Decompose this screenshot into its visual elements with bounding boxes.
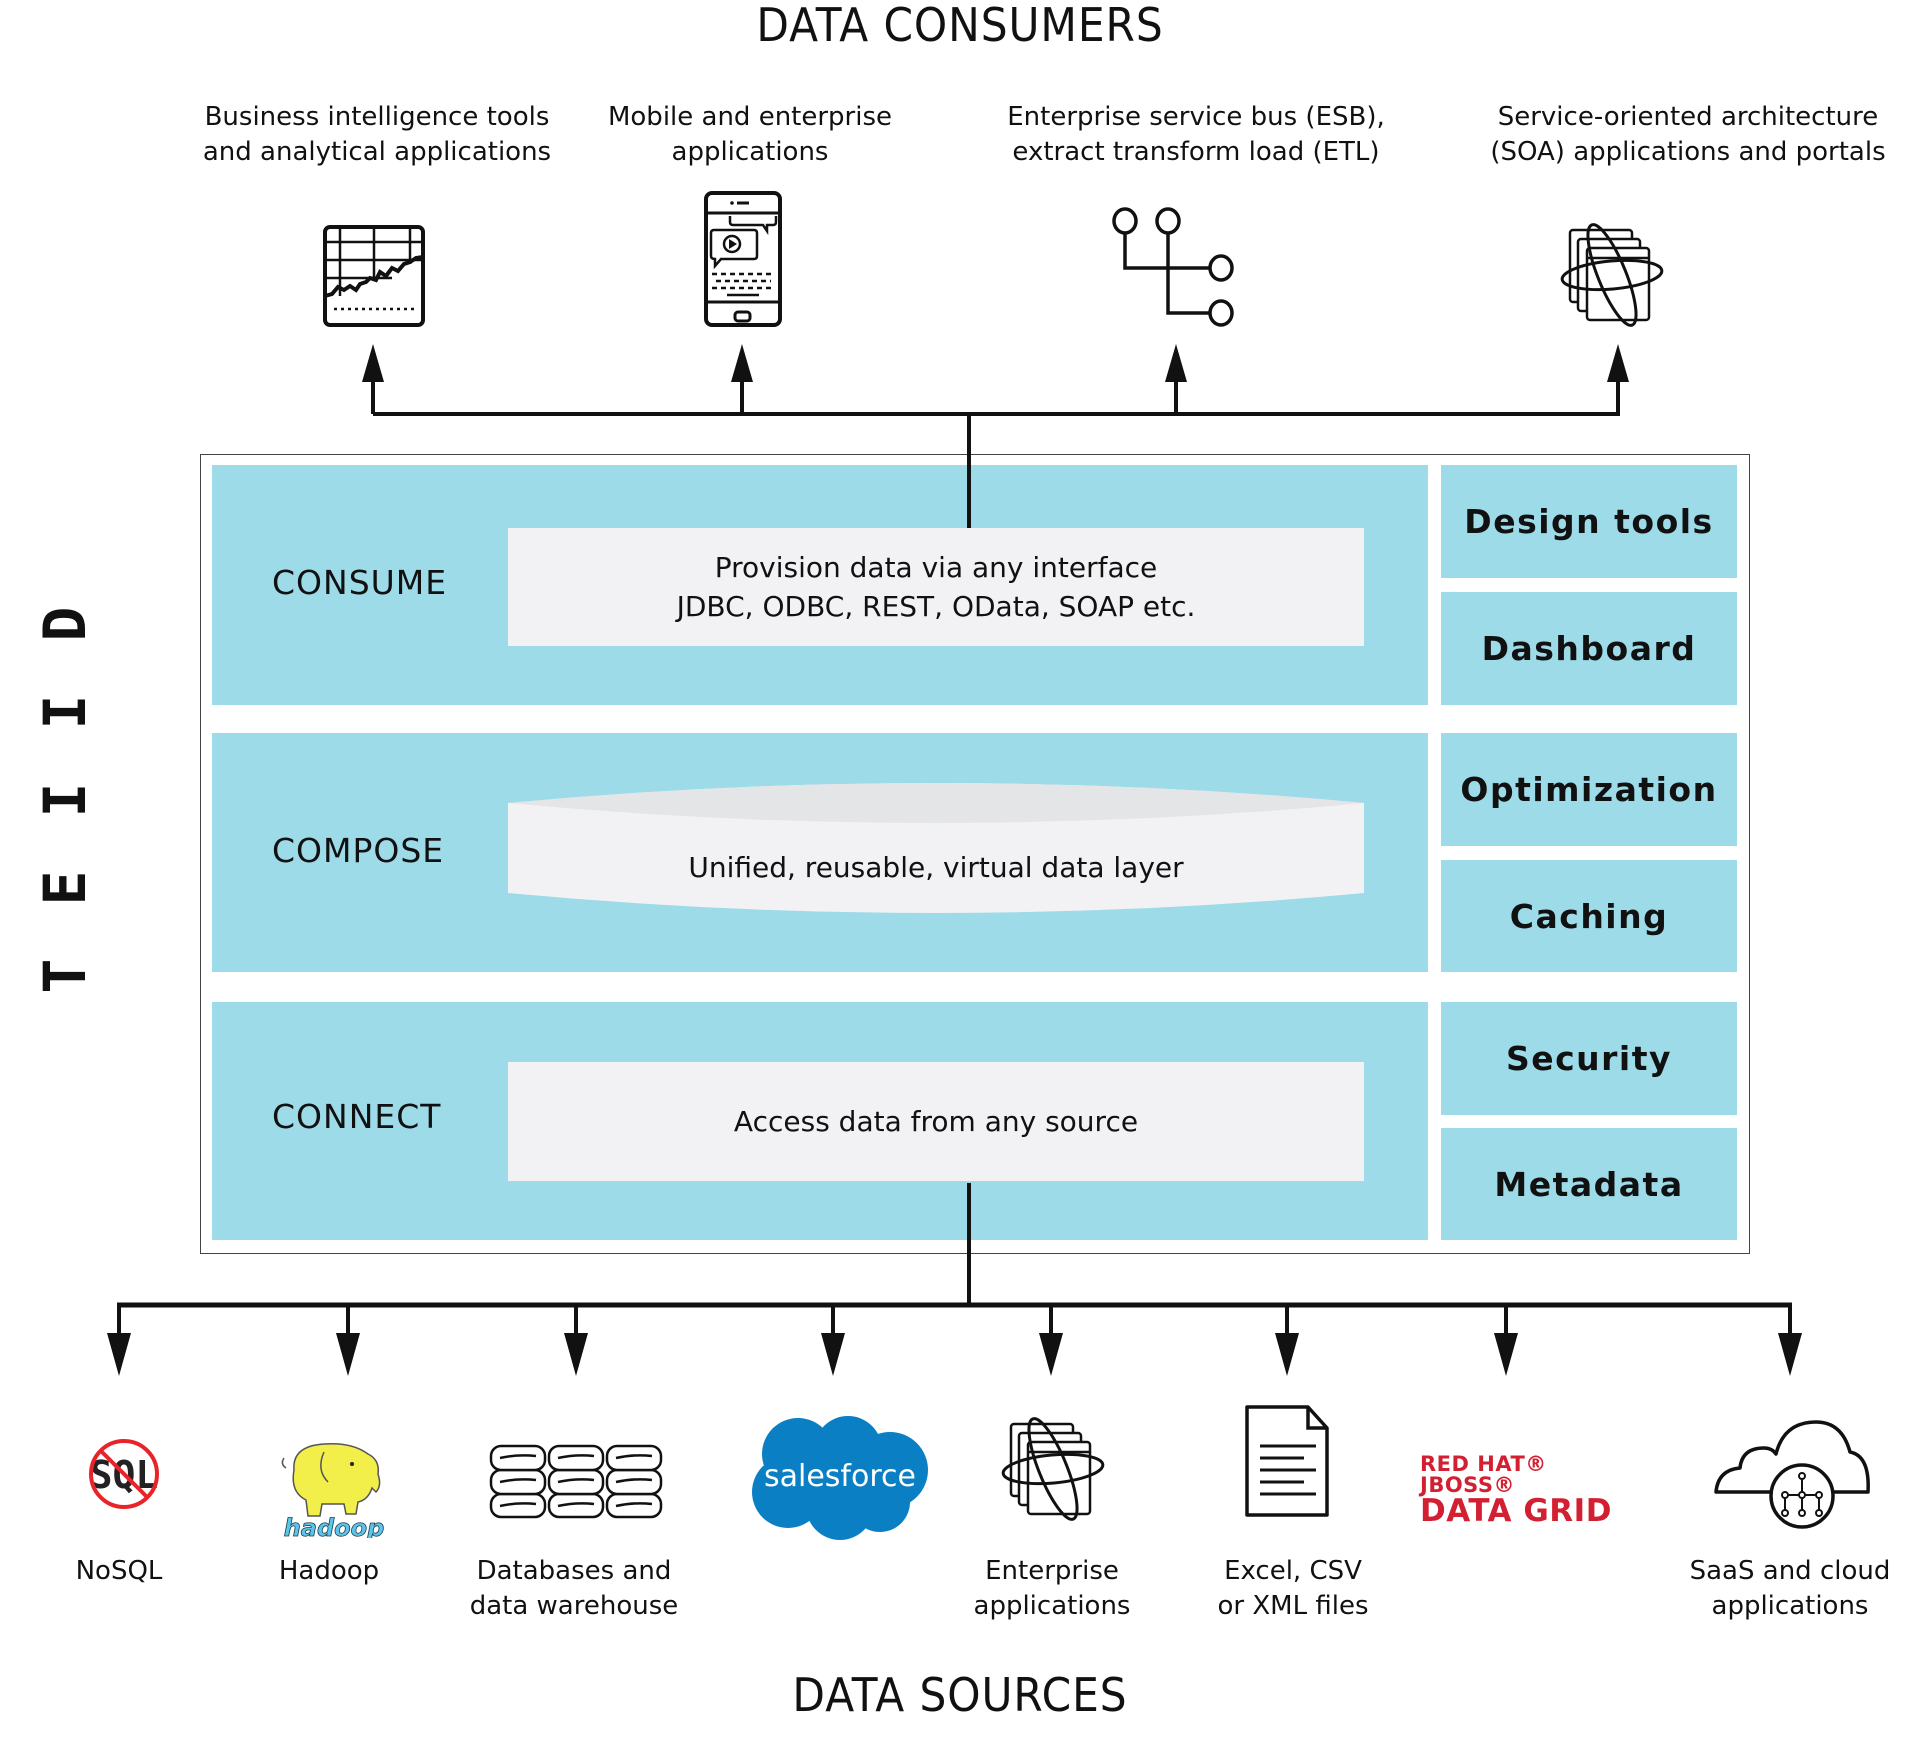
- side-panel-caching: Caching: [1441, 860, 1737, 972]
- arrow-down-icon: [1778, 1333, 1802, 1376]
- layer-name-compose: COMPOSE: [272, 831, 445, 870]
- arrow-up-icon: [731, 344, 753, 382]
- source-label-saas: SaaS and cloud applications: [1689, 1556, 1891, 1621]
- svg-text:hadoop: hadoop: [284, 1514, 385, 1538]
- consume-description-box: Provision data via any interface JDBC, O…: [508, 528, 1364, 646]
- layer-consume: CONSUME Provision data via any interface…: [212, 465, 1428, 705]
- source-label-databases: Databases and data warehouse: [469, 1556, 679, 1621]
- database-stack-icon: [489, 1444, 663, 1519]
- nosql-icon: SQL: [89, 1439, 159, 1509]
- side-panel-design-tools: Design tools: [1441, 465, 1737, 578]
- source-label-files: Excel, CSV or XML files: [1217, 1556, 1369, 1621]
- mobile-phone-icon: [704, 191, 782, 327]
- arrow-down-icon: [1494, 1333, 1518, 1376]
- enterprise-apps-icon: [1001, 1417, 1105, 1521]
- arrow-up-icon: [362, 344, 384, 382]
- saas-cloud-icon: [1714, 1420, 1870, 1529]
- layer-compose: COMPOSE Unified, reusable, virtual data …: [212, 733, 1428, 972]
- arrow-down-icon: [336, 1333, 360, 1376]
- side-panel-optimization: Optimization: [1441, 733, 1737, 846]
- connect-description-box: Access data from any source: [508, 1062, 1364, 1181]
- side-panel-security: Security: [1441, 1002, 1737, 1115]
- side-panel-metadata: Metadata: [1441, 1128, 1737, 1240]
- layer-name-consume: CONSUME: [272, 563, 448, 602]
- document-file-icon: [1245, 1405, 1329, 1517]
- compose-description: Unified, reusable, virtual data layer: [688, 851, 1184, 884]
- consumer-label-esb: Enterprise service bus (ESB), extract tr…: [1007, 102, 1385, 167]
- source-label-nosql: NoSQL: [75, 1556, 163, 1586]
- esb-network-icon: [1112, 207, 1234, 327]
- data-sources-title: DATA SOURCES: [792, 1668, 1128, 1722]
- jboss-data-grid-logo: RED HAT® JBOSS® DATA GRID: [1420, 1452, 1612, 1529]
- source-label-enterprise: Enterprise applications: [973, 1556, 1131, 1621]
- arrow-down-icon: [564, 1333, 588, 1376]
- hadoop-elephant-icon: hadoop: [281, 1442, 385, 1538]
- arrow-down-icon: [1275, 1333, 1299, 1376]
- arrow-down-icon: [107, 1333, 131, 1376]
- data-consumers-title: DATA CONSUMERS: [756, 0, 1164, 52]
- arrow-down-icon: [821, 1333, 845, 1376]
- consumer-label-soa: Service-oriented architecture (SOA) appl…: [1490, 102, 1886, 167]
- virtual-data-layer-cylinder: [508, 783, 1364, 913]
- bi-chart-icon: [323, 225, 425, 327]
- svg-text:salesforce: salesforce: [764, 1459, 916, 1494]
- consumer-label-bi: Business intelligence tools and analytic…: [202, 102, 552, 167]
- soa-windows-orbit-icon: [1560, 223, 1664, 327]
- layer-connect: CONNECT Access data from any source: [212, 1002, 1428, 1240]
- arrow-down-icon: [1039, 1333, 1063, 1376]
- layer-name-connect: CONNECT: [272, 1097, 442, 1136]
- source-label-hadoop: Hadoop: [278, 1556, 380, 1586]
- arrow-up-icon: [1607, 344, 1629, 382]
- side-panel-dashboard: Dashboard: [1441, 592, 1737, 705]
- salesforce-cloud-icon: salesforce: [752, 1416, 928, 1540]
- arrow-up-icon: [1165, 344, 1187, 382]
- consumer-label-mobile: Mobile and enterprise applications: [607, 102, 893, 167]
